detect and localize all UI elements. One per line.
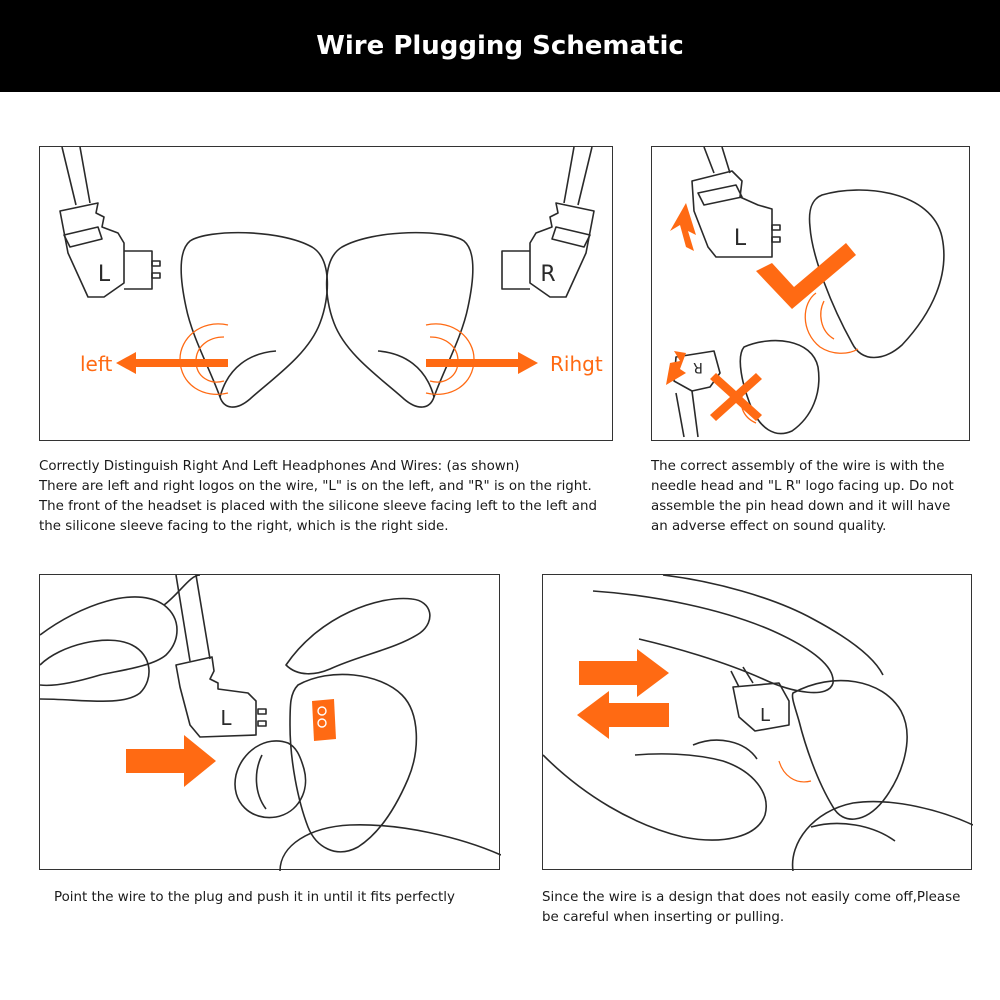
correct-plug-letter: L: [734, 226, 747, 251]
caption-distinguish-line-3: The front of the headset is placed with …: [39, 497, 597, 517]
push-arrow: [126, 735, 216, 787]
lower-hand: [543, 754, 766, 840]
check-mark: [756, 243, 856, 309]
wrong-plug-letter: R: [693, 359, 703, 375]
left-plug-letter: L: [98, 262, 111, 287]
careful-illustration: L: [543, 575, 973, 871]
arrow-in: [579, 649, 669, 697]
page-title: Wire Plugging Schematic: [0, 0, 1000, 92]
correct-assembly-illustration: L R: [652, 147, 971, 442]
header-bar: Wire Plugging Schematic: [0, 0, 1000, 92]
panel-left-right: L R left Rihgt: [39, 146, 613, 441]
caption-assembly-line-2: needle head and "L R" logo facing up. Do…: [651, 477, 954, 497]
left-knuckle: [40, 640, 149, 701]
caption-distinguish-line-2: There are left and right logos on the wi…: [39, 477, 597, 497]
push-in-illustration: L: [40, 575, 501, 871]
caption-careful: Since the wire is a design that does not…: [542, 888, 960, 928]
right-earpiece: [327, 233, 473, 407]
caption-distinguish-line-1: Correctly Distinguish Right And Left Hea…: [39, 457, 597, 477]
left-cable: [62, 147, 90, 205]
panel-push-in: L: [39, 574, 500, 870]
thumb-bottom: [793, 802, 973, 871]
caption-assembly: The correct assembly of the wire is with…: [651, 457, 954, 537]
bottom-finger: [280, 825, 501, 871]
careful-plug-letter: L: [760, 705, 770, 726]
left-right-illustration: L R left Rihgt: [40, 147, 614, 442]
caption-assembly-line-3: assemble the pin head down and it will h…: [651, 497, 954, 517]
right-plug-letter: R: [540, 262, 555, 287]
panel-careful: L: [542, 574, 972, 870]
right-cable: [564, 147, 592, 205]
caption-push: Point the wire to the plug and push it i…: [54, 888, 455, 908]
wrong-cable: [676, 391, 698, 437]
correct-plug: [692, 171, 772, 257]
push-plug: [176, 657, 256, 737]
up-arrow: [670, 203, 696, 251]
caption-careful-line-1: Since the wire is a design that does not…: [542, 888, 960, 908]
right-arrow: [426, 352, 538, 374]
correct-cable: [704, 147, 730, 173]
left-arrow: [116, 352, 228, 374]
top-finger: [40, 597, 177, 685]
left-label: left: [80, 352, 113, 376]
panel-correct-assembly: L R: [651, 146, 970, 441]
left-plug: [60, 203, 124, 297]
caption-push-line-1: Point the wire to the plug and push it i…: [54, 888, 455, 908]
cross-mark: [710, 373, 762, 421]
thumb-top: [286, 599, 430, 674]
caption-careful-line-2: be careful when inserting or pulling.: [542, 908, 960, 928]
down-arrow: [666, 351, 686, 385]
arrow-out: [577, 691, 669, 739]
caption-assembly-line-4: an adverse effect on sound quality.: [651, 517, 954, 537]
caption-distinguish: Correctly Distinguish Right And Left Hea…: [39, 457, 597, 537]
left-earpiece: [181, 233, 327, 407]
caption-distinguish-line-4: the silicone sleeve facing to the right,…: [39, 517, 597, 537]
right-label: Rihgt: [550, 352, 603, 376]
push-plug-letter: L: [220, 706, 232, 730]
caption-assembly-line-1: The correct assembly of the wire is with…: [651, 457, 954, 477]
careful-earpiece: [792, 681, 907, 820]
